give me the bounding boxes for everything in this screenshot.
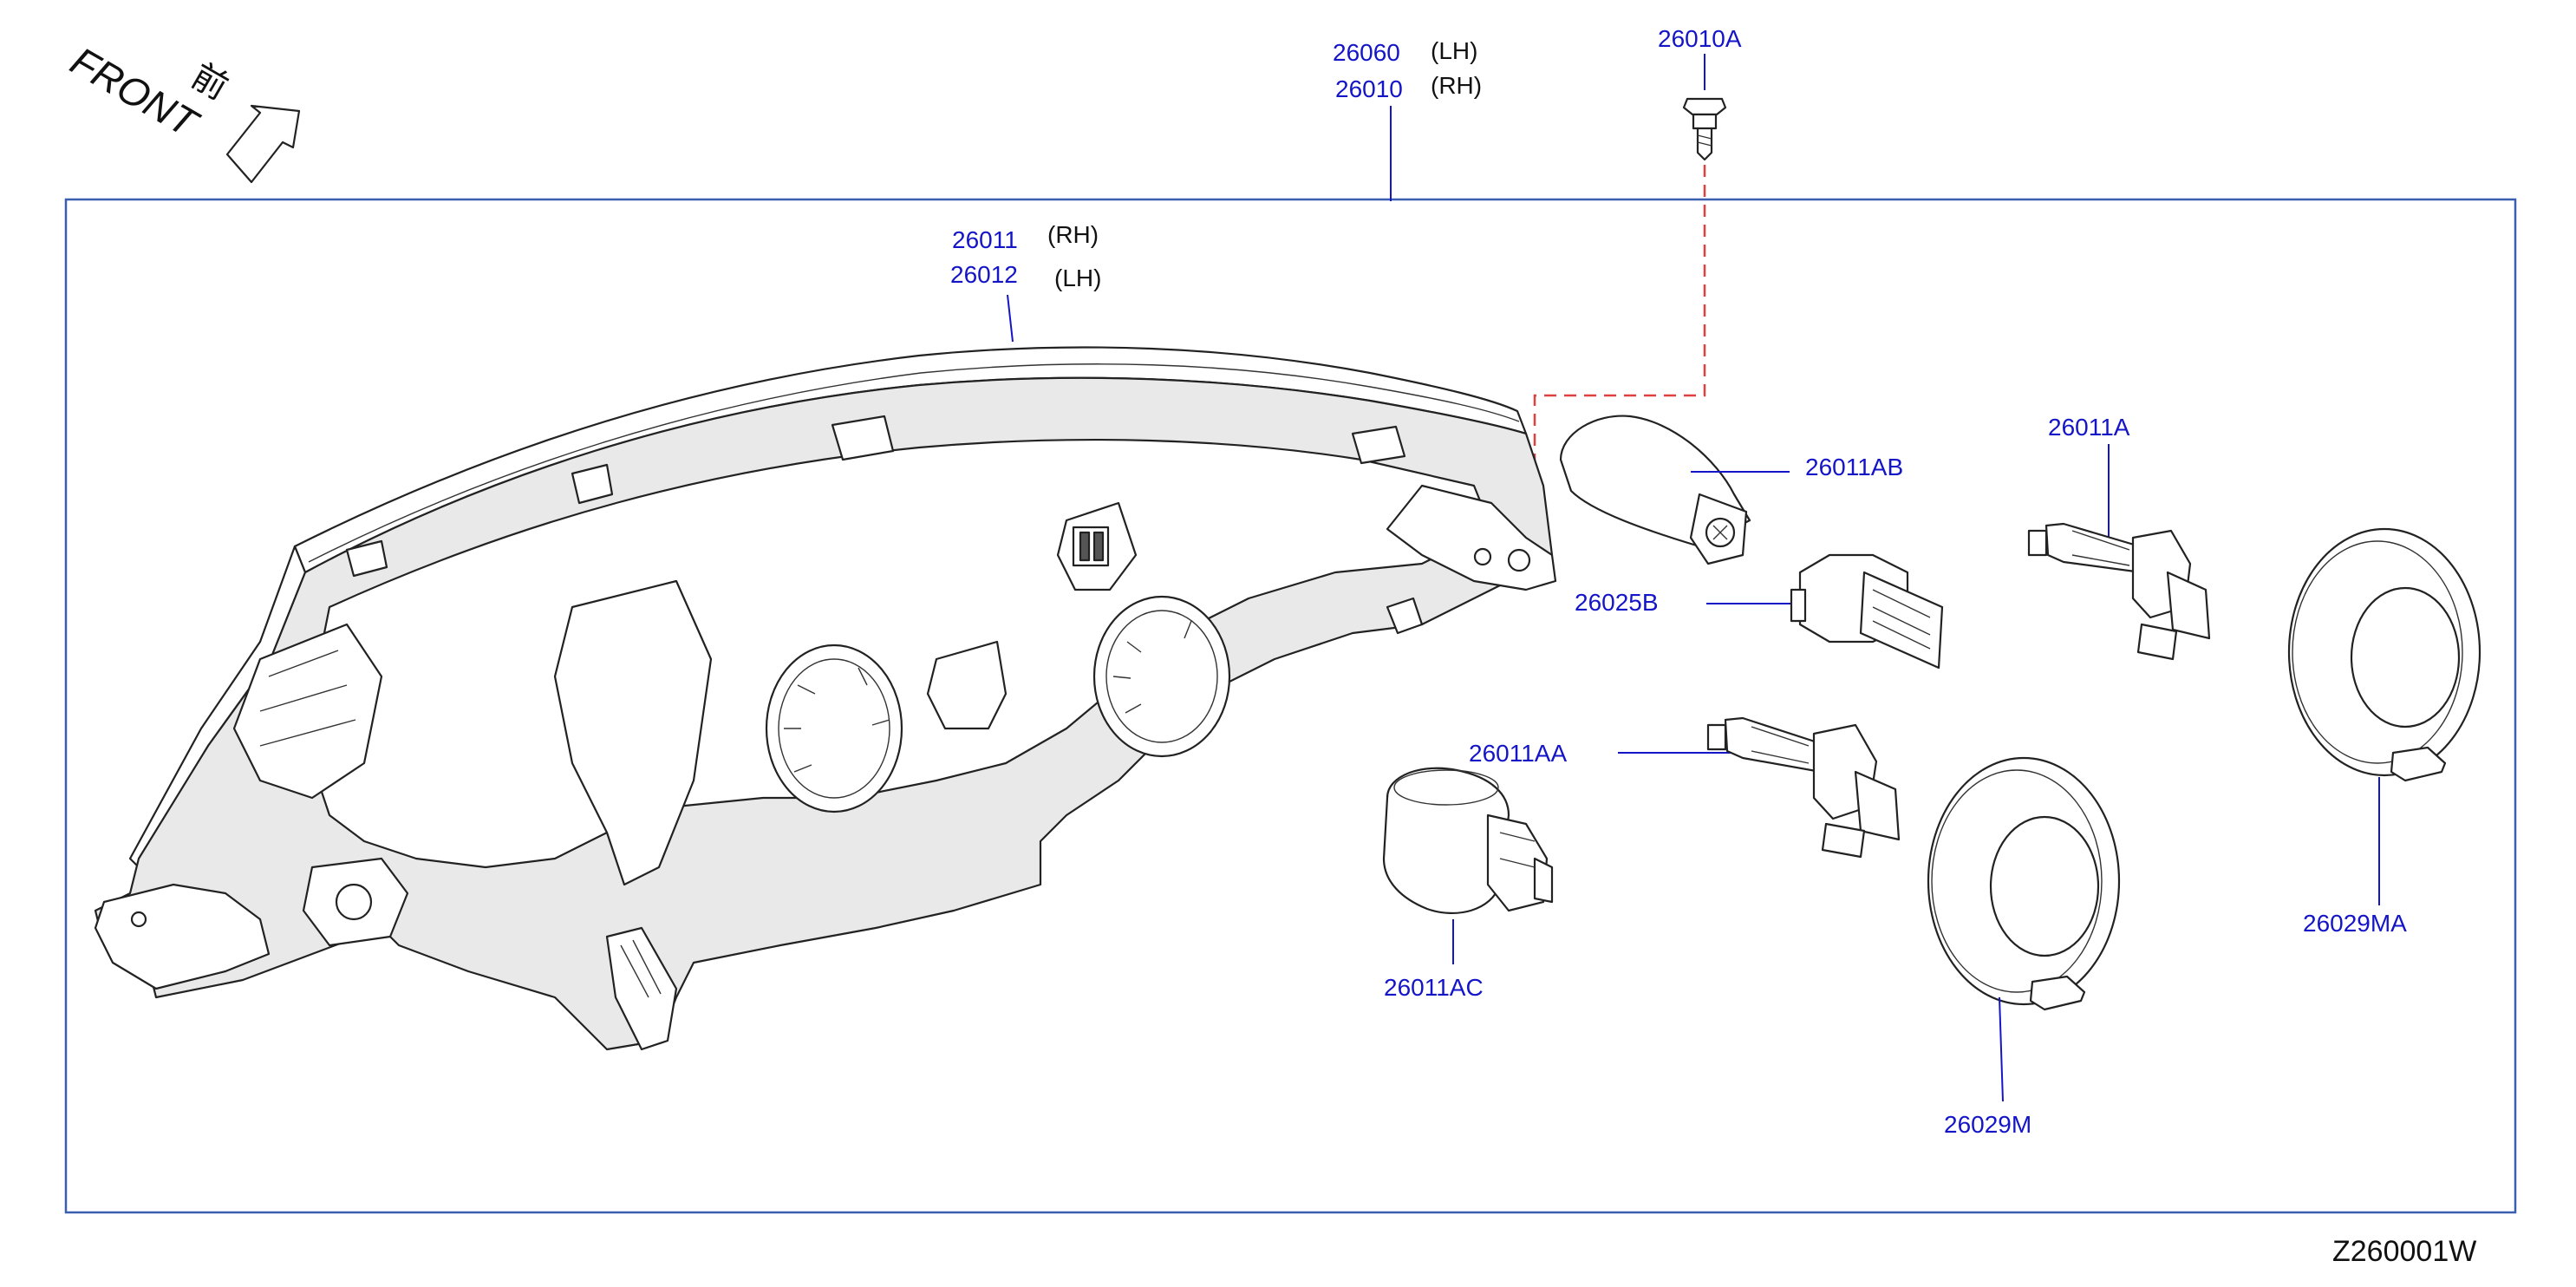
- callout-26011-26012[interactable]: 26011 (RH) 26012 (LH): [950, 221, 1101, 343]
- callout-26029M[interactable]: 26029M: [1927, 756, 2121, 1138]
- part-number-26025B[interactable]: 26025B: [1575, 589, 1659, 616]
- assembly-frame: [64, 198, 2517, 1214]
- screw-icon: [1682, 97, 1727, 161]
- side-26010: (RH): [1431, 72, 1482, 99]
- part-number-26011AA[interactable]: 26011AA: [1469, 740, 1567, 767]
- part-number-26011AB[interactable]: 26011AB: [1805, 454, 1903, 480]
- dust-cap-icon-26029M: [1927, 756, 2121, 1011]
- socket-icon: [1790, 553, 1944, 670]
- part-number-26011[interactable]: 26011: [952, 226, 1018, 253]
- part-number-26029MA[interactable]: 26029MA: [2303, 910, 2407, 937]
- side-26011: (RH): [1047, 221, 1099, 248]
- callout-26029MA[interactable]: 26029MA: [2287, 527, 2481, 937]
- part-number-26010[interactable]: 26010: [1335, 75, 1403, 102]
- halogen-bulb-icon-26011AA: [1706, 716, 1901, 859]
- part-number-26060[interactable]: 26060: [1333, 39, 1400, 66]
- side-26012: (LH): [1054, 265, 1101, 291]
- front-label: FRONT: [63, 38, 207, 147]
- side-26060: (LH): [1431, 37, 1477, 64]
- part-number-26011AC[interactable]: 26011AC: [1384, 974, 1484, 1001]
- callout-26011AA[interactable]: 26011AA: [1469, 716, 1901, 859]
- front-arrow-icon: [225, 104, 301, 184]
- front-orientation-indicator: FRONT 前: [63, 38, 301, 184]
- part-number-26010A[interactable]: 26010A: [1658, 25, 1742, 52]
- callout-26060-26010[interactable]: 26060 (LH) 26010 (RH): [1333, 37, 1482, 201]
- leader-26011: [1007, 294, 1014, 343]
- callout-26025B[interactable]: 26025B: [1575, 553, 1944, 670]
- headlamp-housing: [94, 346, 1557, 1051]
- capsule-bulb-icon: [1382, 767, 1554, 915]
- callout-26011AC[interactable]: 26011AC: [1382, 767, 1554, 1001]
- callout-26010A[interactable]: 26010A: [1533, 25, 1742, 541]
- diagram-reference-code: Z260001W: [2332, 1235, 2476, 1268]
- part-number-26029M[interactable]: 26029M: [1944, 1111, 2031, 1138]
- part-number-26012[interactable]: 26012: [950, 261, 1018, 288]
- leader-26029M: [1999, 996, 2004, 1102]
- callout-26011AB[interactable]: 26011AB: [1559, 415, 1903, 565]
- part-number-26011A[interactable]: 26011A: [2048, 414, 2130, 441]
- wedge-bulb-icon: [1559, 415, 1751, 565]
- callout-26011A[interactable]: 26011A: [2027, 414, 2211, 661]
- dust-cap-icon-26029MA: [2287, 527, 2481, 782]
- halogen-bulb-icon-26011A: [2027, 522, 2211, 661]
